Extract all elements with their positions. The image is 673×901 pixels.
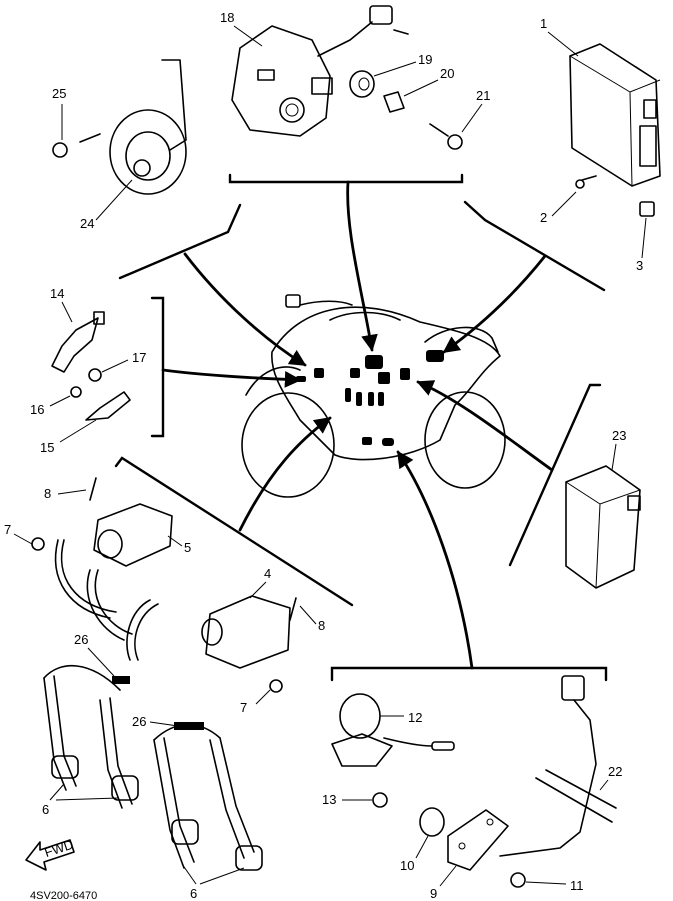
- callout-21: 21: [476, 88, 490, 103]
- drawing-number: 4SV200-6470: [30, 890, 97, 901]
- part-group-switches: [331, 675, 617, 888]
- callout-13: 13: [322, 792, 336, 807]
- part-group-top-right: [569, 43, 661, 217]
- callout-6a: 6: [42, 802, 49, 817]
- callout-25: 25: [52, 86, 66, 101]
- callout-5: 5: [184, 540, 191, 555]
- callout-12: 12: [408, 710, 422, 725]
- callout-10: 10: [400, 858, 414, 873]
- callout-3: 3: [636, 258, 643, 273]
- callout-24: 24: [80, 216, 94, 231]
- fwd-arrow: FWD: [25, 837, 75, 871]
- callout-8b: 8: [318, 618, 325, 633]
- part-group-sensors: [51, 311, 131, 421]
- callout-6b: 6: [190, 886, 197, 901]
- callout-15: 15: [40, 440, 54, 455]
- motorcycle-outline: [241, 294, 506, 498]
- callout-7a: 7: [4, 522, 11, 537]
- part-group-relay: [565, 465, 641, 589]
- bike-component-markers: [296, 350, 444, 446]
- part-group-coils: [31, 477, 297, 693]
- callout-14: 14: [50, 286, 64, 301]
- part-group-horn: [52, 59, 187, 195]
- callout-7b: 7: [240, 700, 247, 715]
- callout-17: 17: [132, 350, 146, 365]
- callout-26a: 26: [74, 632, 88, 647]
- callout-11: 11: [570, 878, 584, 893]
- callout-4: 4: [264, 566, 271, 581]
- callout-9: 9: [430, 886, 437, 901]
- callout-16: 16: [30, 402, 44, 417]
- callout-18: 18: [220, 10, 234, 25]
- callouts: 1 2 3 4 5 6 6 7 7 8 8 9 10 11 12 13 14: [4, 10, 647, 901]
- callout-2: 2: [540, 210, 547, 225]
- callout-8a: 8: [44, 486, 51, 501]
- part-group-plug-leads: [43, 665, 263, 871]
- callout-22: 22: [608, 764, 622, 779]
- callout-20: 20: [440, 66, 454, 81]
- callout-19: 19: [418, 52, 432, 67]
- callout-1: 1: [540, 16, 547, 31]
- callout-23: 23: [612, 428, 626, 443]
- part-group-top-center: [231, 5, 463, 150]
- callout-26b: 26: [132, 714, 146, 729]
- group-leaders: [114, 173, 608, 682]
